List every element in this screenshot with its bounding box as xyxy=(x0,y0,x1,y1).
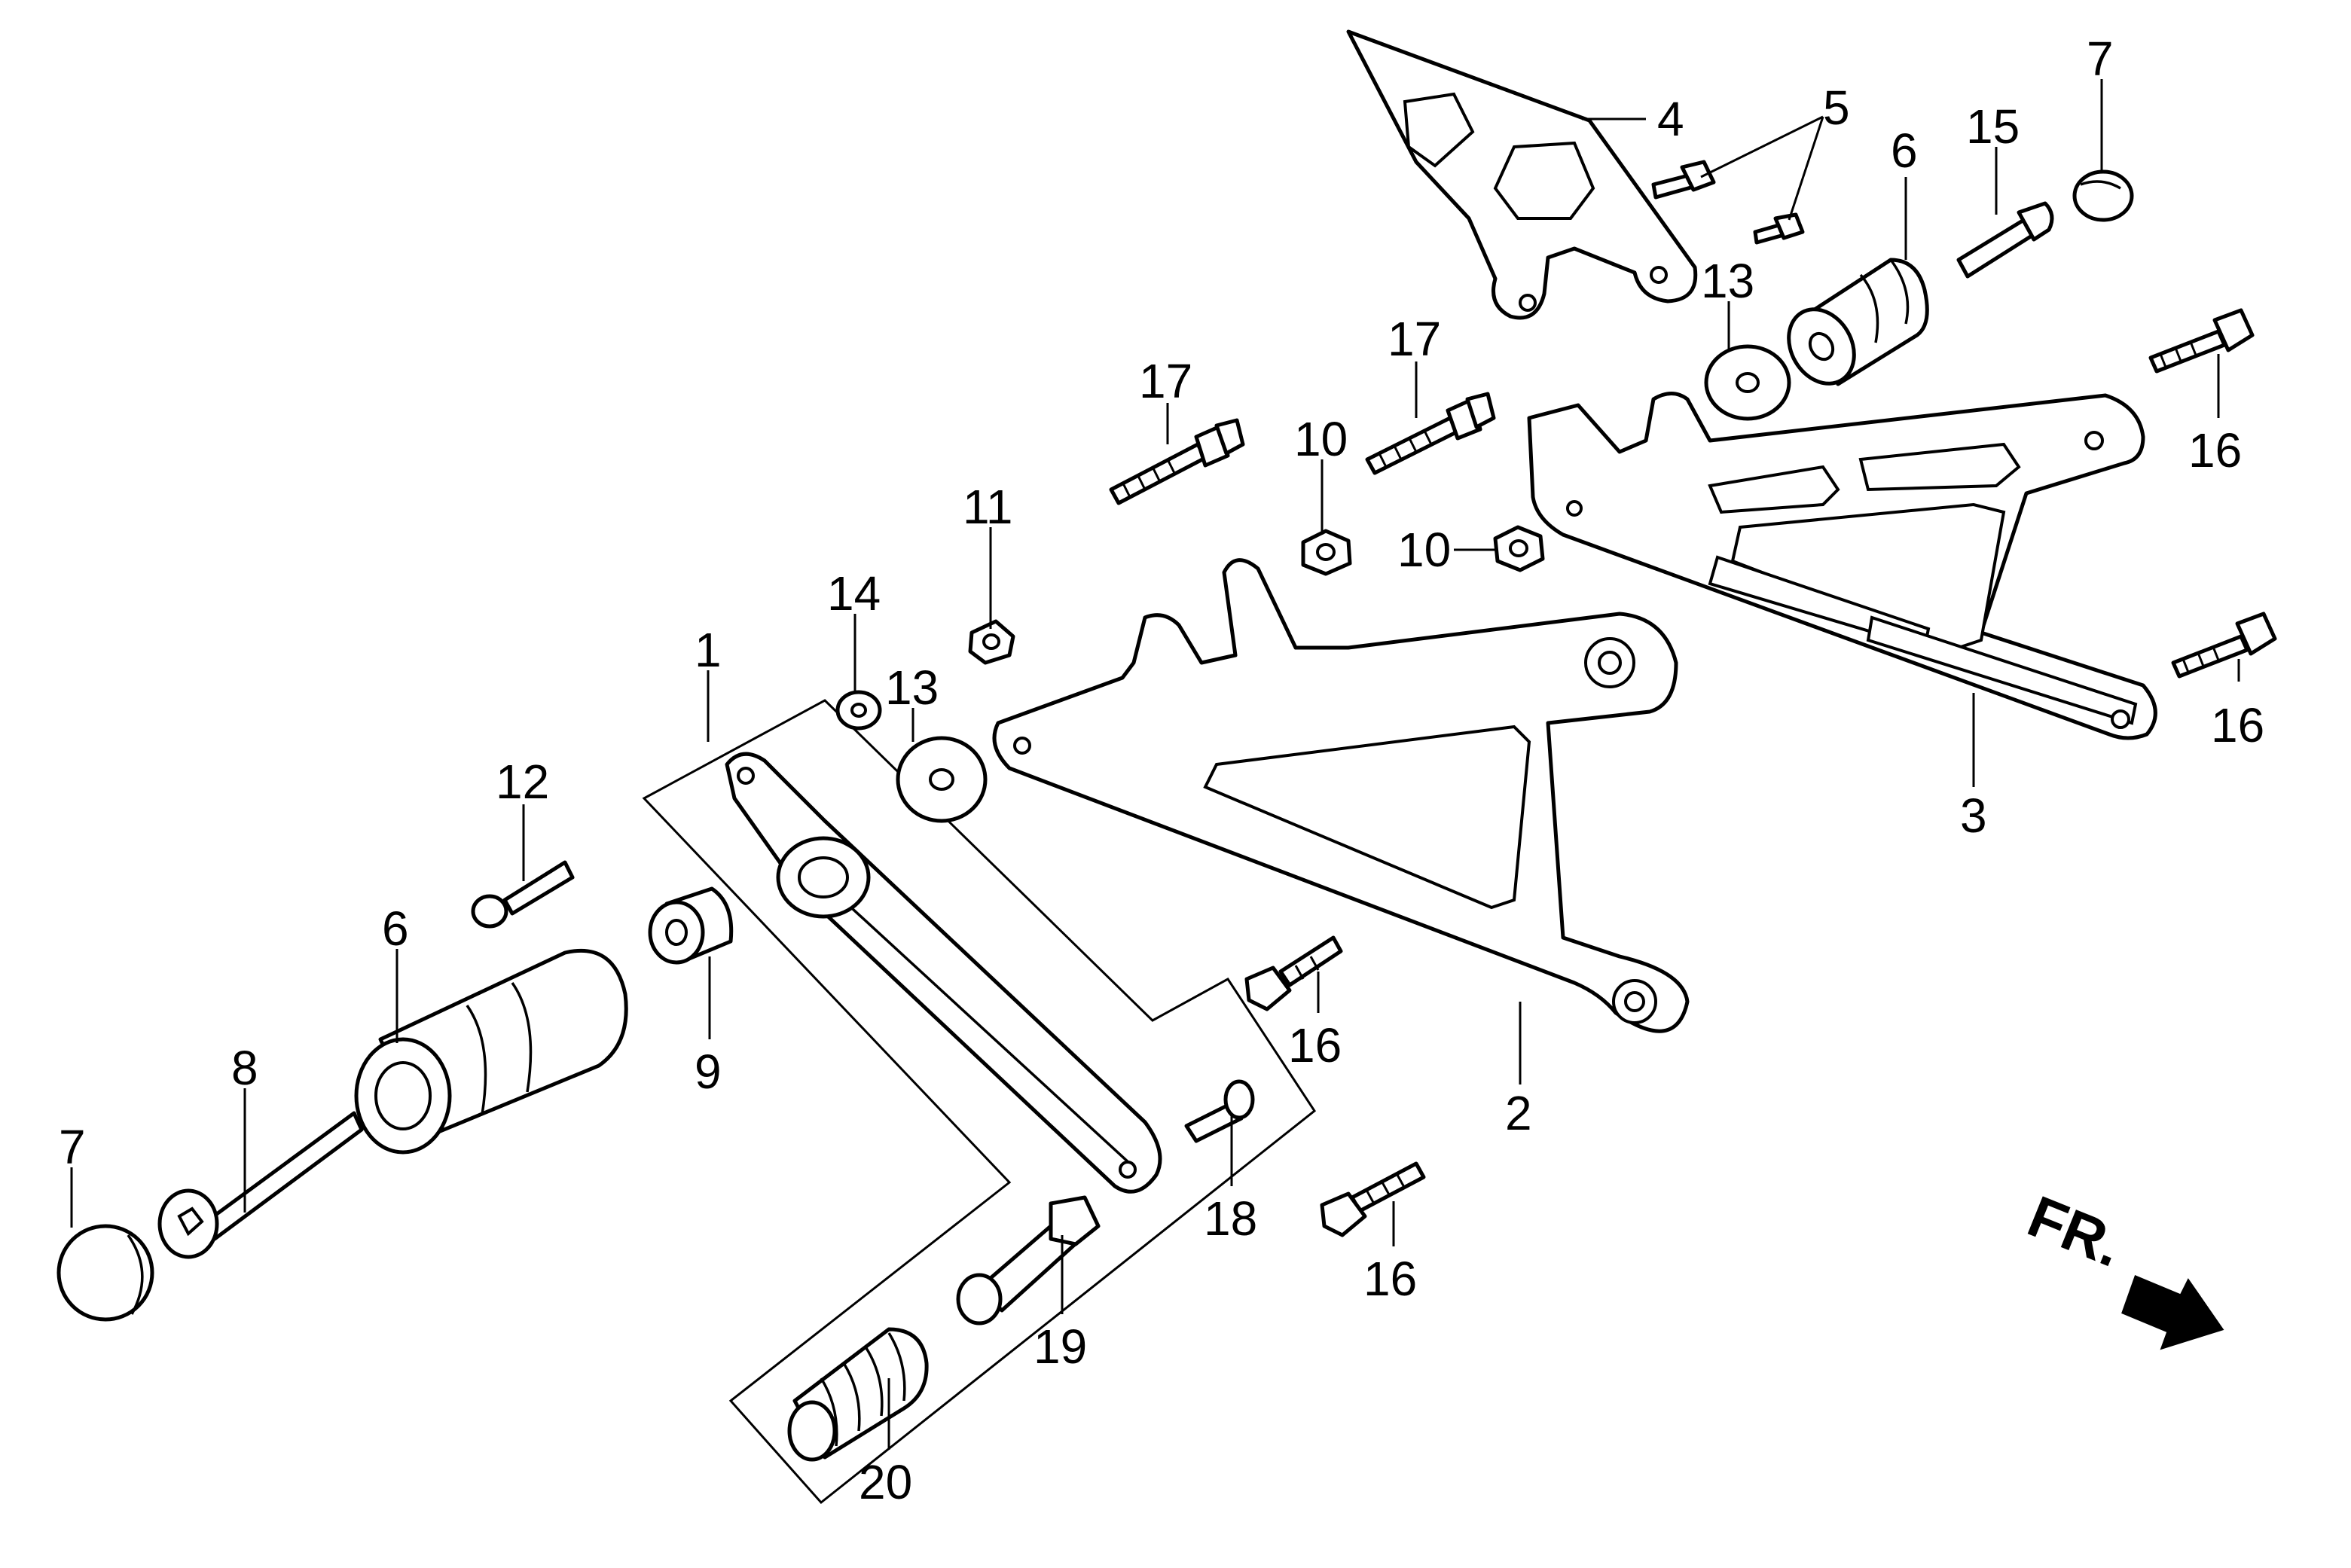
pedal-bolt[interactable] xyxy=(956,1195,1101,1325)
callout-19: 19 xyxy=(1034,1319,1087,1374)
callout-labels: 1 2 3 4 5 6 6 7 7 8 9 10 10 11 12 13 13 … xyxy=(59,32,2264,1509)
callout-16-center: 16 xyxy=(1288,1018,1342,1072)
flange-bolt[interactable] xyxy=(2171,612,2277,679)
bushing[interactable] xyxy=(648,886,734,965)
cap-right[interactable] xyxy=(2072,169,2134,222)
footpeg-rubber-left[interactable] xyxy=(354,948,628,1155)
callout-9: 9 xyxy=(695,1045,722,1099)
flange-bolt[interactable] xyxy=(1244,935,1343,1011)
pedal-rubber[interactable] xyxy=(787,1327,929,1462)
cap-left[interactable] xyxy=(56,1224,154,1322)
callout-16-upper-right: 16 xyxy=(2188,423,2242,477)
hex-nut[interactable] xyxy=(1493,525,1545,572)
footpeg-pin-left[interactable] xyxy=(157,1111,364,1259)
small-bolt[interactable] xyxy=(1753,212,1805,245)
callout-16-bottom: 16 xyxy=(1363,1252,1417,1306)
callout-6-left: 6 xyxy=(382,901,409,956)
callout-7-left: 7 xyxy=(59,1120,86,1174)
footpeg-pin-right[interactable] xyxy=(1956,201,2054,279)
footpeg-bracket-left[interactable] xyxy=(992,558,1690,1033)
callout-2: 2 xyxy=(1505,1086,1532,1140)
callout-11: 11 xyxy=(963,480,1012,534)
callout-13-left: 13 xyxy=(885,660,939,715)
callout-4: 4 xyxy=(1657,92,1684,146)
brake-pedal-arm[interactable] xyxy=(725,752,1162,1194)
callout-10-upper: 10 xyxy=(1294,412,1348,466)
pedal-pin[interactable] xyxy=(1184,1079,1255,1143)
callout-18: 18 xyxy=(1204,1191,1257,1246)
callout-17-right: 17 xyxy=(1388,312,1441,366)
front-label: FR. xyxy=(2020,1182,2132,1280)
leader-lines xyxy=(70,79,2240,1450)
footpeg-bracket-right[interactable] xyxy=(1527,392,2157,740)
callout-17-left: 17 xyxy=(1139,354,1192,408)
callout-6-right: 6 xyxy=(1891,124,1918,178)
long-bolt[interactable] xyxy=(1365,392,1496,475)
small-nut[interactable] xyxy=(835,690,882,731)
front-arrow-icon xyxy=(2121,1275,2224,1350)
callout-14: 14 xyxy=(827,566,881,621)
flange-bolt[interactable] xyxy=(2148,308,2255,374)
pivot-bolt-small[interactable] xyxy=(471,860,575,929)
footpeg-rubber-right[interactable] xyxy=(1775,258,1929,395)
small-bolt[interactable] xyxy=(1651,160,1716,200)
callout-13-right: 13 xyxy=(1701,254,1754,308)
heel-guard-plate[interactable] xyxy=(1346,29,1698,320)
callout-3: 3 xyxy=(1960,789,1987,843)
callout-15: 15 xyxy=(1966,99,2020,154)
callout-20: 20 xyxy=(859,1455,912,1509)
spacer-washer-left[interactable] xyxy=(896,736,988,823)
callout-5: 5 xyxy=(1823,81,1850,135)
spacer-washer-right[interactable] xyxy=(1704,344,1791,421)
callout-10-lower: 10 xyxy=(1397,523,1451,577)
flange-nut[interactable] xyxy=(968,619,1015,665)
callout-12: 12 xyxy=(496,755,549,809)
callout-16-lower-right: 16 xyxy=(2211,698,2264,752)
callout-7-right: 7 xyxy=(2087,32,2114,86)
hex-nut[interactable] xyxy=(1301,529,1352,576)
callout-8: 8 xyxy=(231,1041,258,1095)
front-direction-indicator: FR. xyxy=(2020,1182,2224,1350)
flange-bolt[interactable] xyxy=(1320,1161,1426,1237)
long-bolt[interactable] xyxy=(1109,418,1245,505)
callout-1: 1 xyxy=(695,623,722,677)
